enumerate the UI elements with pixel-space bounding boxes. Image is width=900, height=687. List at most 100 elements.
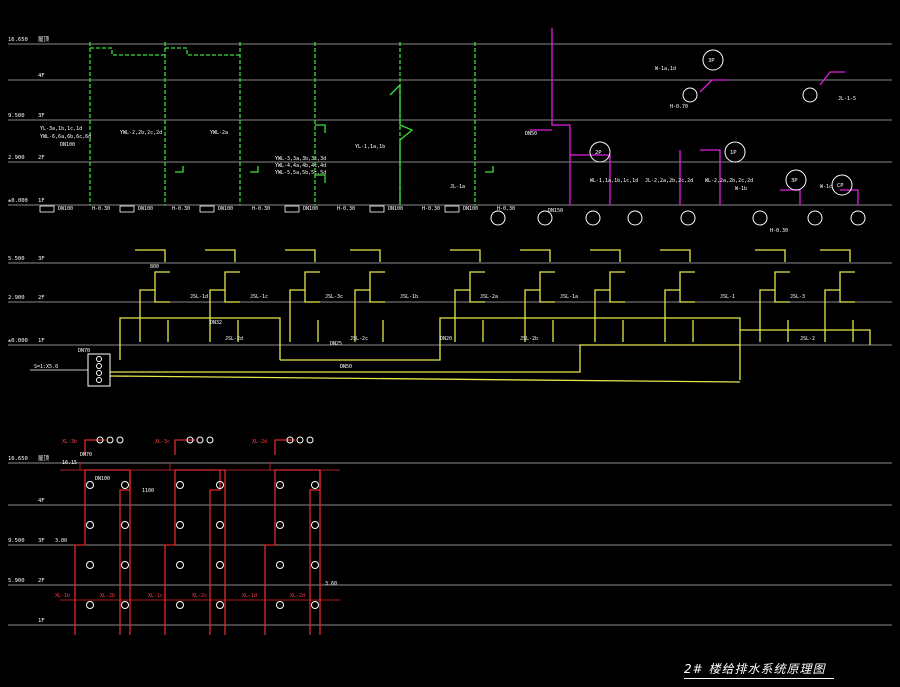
drain-label: WL-2,2a,2b,2c,2d xyxy=(705,178,753,184)
drain-size-label: DN100 xyxy=(58,206,73,212)
drain-label: YWL-3,3a,3b,3c,3d xyxy=(275,156,326,162)
cleanout-box xyxy=(199,205,215,213)
cleanout-box xyxy=(369,205,385,213)
floor-drain-circle xyxy=(585,210,601,226)
fire-hydrant-system xyxy=(60,436,340,635)
fire-riser xyxy=(119,470,131,635)
drain-label: YWL-6,6a,6b,6c,6d xyxy=(40,134,91,140)
pump-tag-label: 2P xyxy=(595,150,602,156)
fire-label: XL-3c xyxy=(155,439,170,445)
hydrant-circle xyxy=(121,601,129,609)
cleanout-box xyxy=(39,205,55,213)
supply-main xyxy=(110,344,741,380)
valve-circle xyxy=(106,436,114,444)
cleanout-box xyxy=(284,205,300,213)
drain-label: YWL-5,5a,5b,5c,5d xyxy=(275,170,326,176)
fire-label: XL-2c xyxy=(192,593,207,599)
pump-circle-tag xyxy=(702,49,724,71)
drain-size-label: DN100 xyxy=(388,206,403,212)
supply-branch xyxy=(285,249,316,262)
hydrant-circle xyxy=(86,481,94,489)
floor-drain-circle xyxy=(680,210,696,226)
hot-water-riser xyxy=(551,28,571,205)
floor-drain-circle xyxy=(850,210,866,226)
supply-label: JSL-2b xyxy=(520,336,538,342)
supply-label: DN32 xyxy=(210,320,222,326)
fire-label: 1100 xyxy=(142,488,154,494)
fire-label: 3.60 xyxy=(325,581,337,587)
hydrant-circle xyxy=(176,521,184,529)
drain-label: JL-1-5 xyxy=(838,96,856,102)
drain-label: JL-2,2a,2b,2c,2d xyxy=(645,178,693,184)
pump-tag-label: 3P xyxy=(791,178,798,184)
floor-drain-circle xyxy=(807,210,823,226)
supply-label: JSL-3 xyxy=(790,294,805,300)
fire-label: 16.15 xyxy=(62,460,77,466)
level-elevation-label: 9.500 xyxy=(8,538,25,544)
supply-label: DN70 xyxy=(78,348,90,354)
supply-label: 800 xyxy=(150,264,159,270)
supply-label: JSL-1 xyxy=(720,294,735,300)
valve-circle xyxy=(286,436,294,444)
drain-label: W-1a,1d xyxy=(655,66,676,72)
drain-branch xyxy=(315,174,326,183)
supply-loop xyxy=(740,329,871,345)
supply-label: JSL-2d xyxy=(225,336,243,342)
pump-tag-label: 3P xyxy=(708,58,715,64)
hydrant-circle xyxy=(276,521,284,529)
level-floor-label: 4F xyxy=(38,498,45,504)
drain-size-label: DN100 xyxy=(303,206,318,212)
pump-tag-label: 1P xyxy=(730,150,737,156)
drain-roof-branch xyxy=(165,47,240,56)
drain-elev-label: H-0.30 xyxy=(252,206,270,212)
supply-branch xyxy=(154,290,170,303)
supply-branch xyxy=(369,290,385,303)
valve-circle xyxy=(296,436,304,444)
annotation-labels: YL-3a,1b,1c,1dYWL-6,6a,6b,6c,6dDN100YWL-… xyxy=(34,66,856,599)
manifold-valve xyxy=(96,370,102,376)
drain-offset xyxy=(389,83,414,205)
drain-roof-branch xyxy=(90,47,165,56)
fire-top-branch xyxy=(274,439,295,455)
supply-loop xyxy=(119,317,281,360)
hydrant-circle xyxy=(311,561,319,569)
fire-label: XL-1c xyxy=(148,593,163,599)
supply-branch xyxy=(539,290,555,303)
level-elevation-label: 16.650 xyxy=(8,37,28,43)
fire-label: XL-3b xyxy=(62,439,77,445)
drain-fixture-trap xyxy=(485,166,494,173)
supply-branch xyxy=(135,249,166,262)
fire-label: 3.00 xyxy=(55,538,67,544)
supply-loop xyxy=(600,317,741,345)
hydrant-circle xyxy=(216,561,224,569)
manifold-valve xyxy=(96,356,102,362)
hot-water-branch xyxy=(699,79,728,93)
pump-circle-tag xyxy=(831,174,853,196)
drain-label: JL-1a xyxy=(450,184,465,190)
drain-label: DN150 xyxy=(548,208,563,214)
supply-branch xyxy=(469,290,485,303)
level-floor-label: 3F xyxy=(38,256,45,262)
fire-label: DN70 xyxy=(80,452,92,458)
supply-branch xyxy=(450,249,481,262)
supply-label: DN25 xyxy=(330,341,342,347)
drain-elev-label: H-0.30 xyxy=(337,206,355,212)
drain-label: H-0.70 xyxy=(670,104,688,110)
supply-label: JSL-1d xyxy=(190,294,208,300)
level-elevation-label: 2.900 xyxy=(8,155,25,161)
supply-branch xyxy=(774,290,790,303)
drain-label: W-1b xyxy=(735,186,747,192)
floor-drain-circle xyxy=(752,210,768,226)
drain-label: YL-1,1a,1b xyxy=(355,144,385,150)
drain-elev-label: H-0.30 xyxy=(497,206,515,212)
hydrant-circle xyxy=(311,601,319,609)
pump-circle-tag xyxy=(589,141,611,163)
valve-circle xyxy=(196,436,204,444)
level-floor-label: 1F xyxy=(38,618,45,624)
hydrant-circle xyxy=(276,561,284,569)
pump-circle-tag xyxy=(785,169,807,191)
supply-label: JSL-2a xyxy=(480,294,498,300)
